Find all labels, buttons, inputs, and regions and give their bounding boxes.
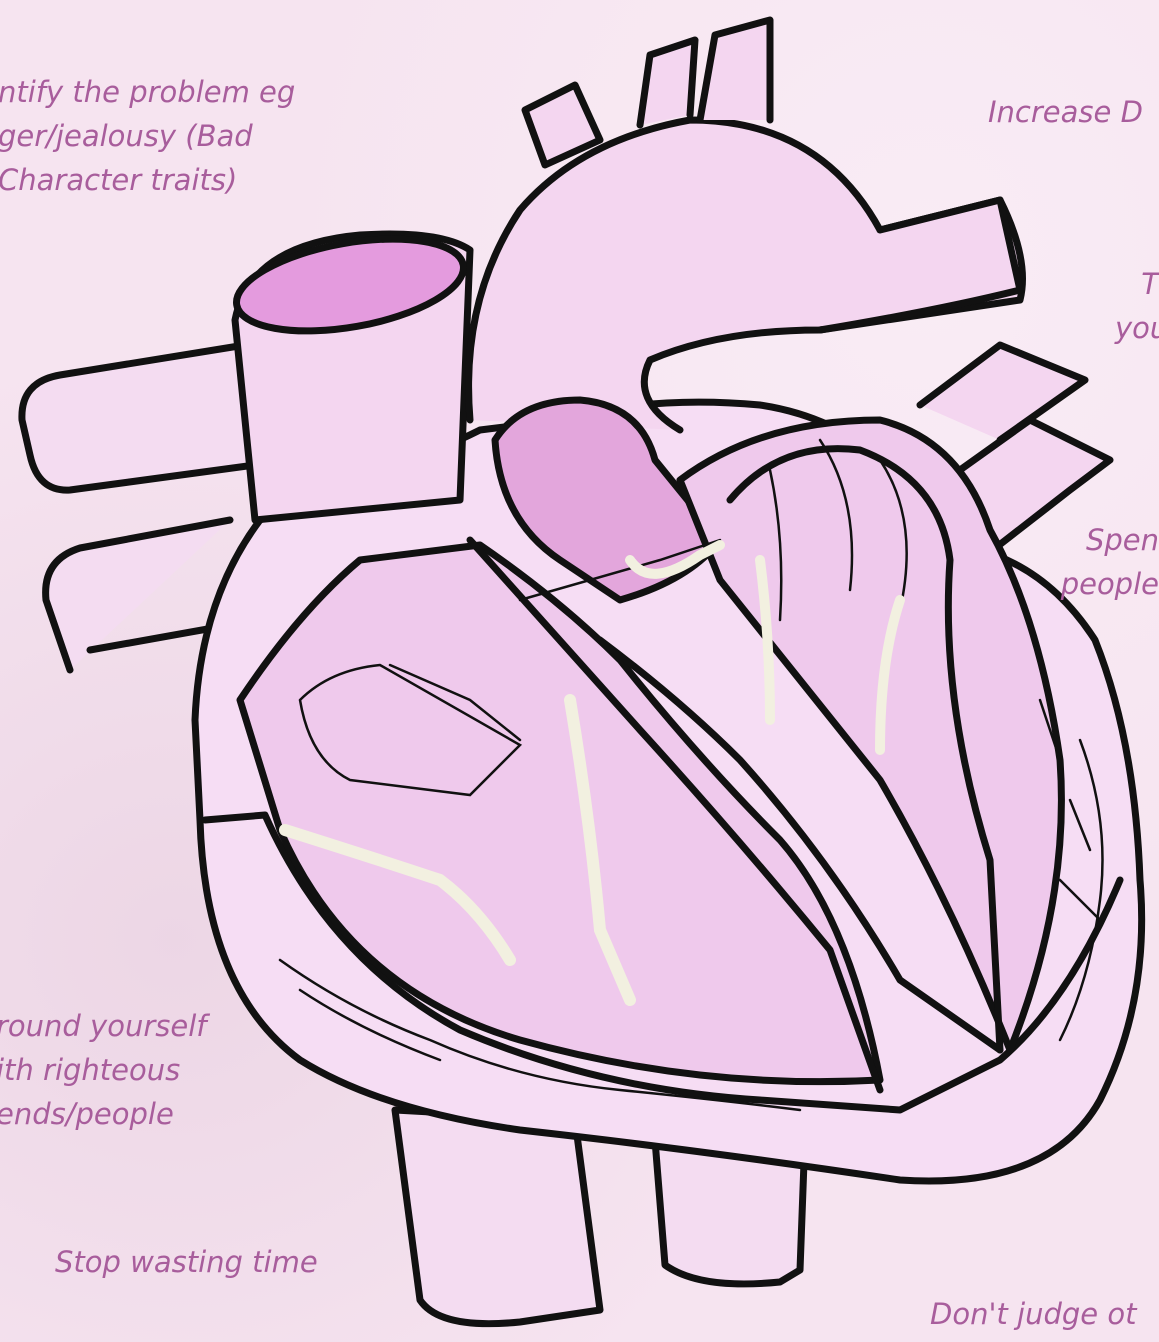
pulmonary-vein-upper [22,345,255,490]
aortic-branch-2 [640,40,695,125]
note-stop-wasting-time: Stop wasting time [55,1240,318,1284]
note-dont-judge: Don't judge ot [930,1292,1136,1336]
note-increase: Increase D [988,90,1143,134]
aortic-branch-3 [700,20,770,120]
note-spend: Spen people [1054,518,1159,606]
inferior-vena-cava [395,1110,600,1324]
note-surround-yourself: round yourself ith righteous ends/people [0,1004,206,1136]
note-identify-problem: ntify the problem eg ger/jealousy (Bad C… [0,70,295,202]
right-pulmonary-branch-1 [920,345,1085,440]
note-top-right-fragment: T you [1115,262,1159,350]
